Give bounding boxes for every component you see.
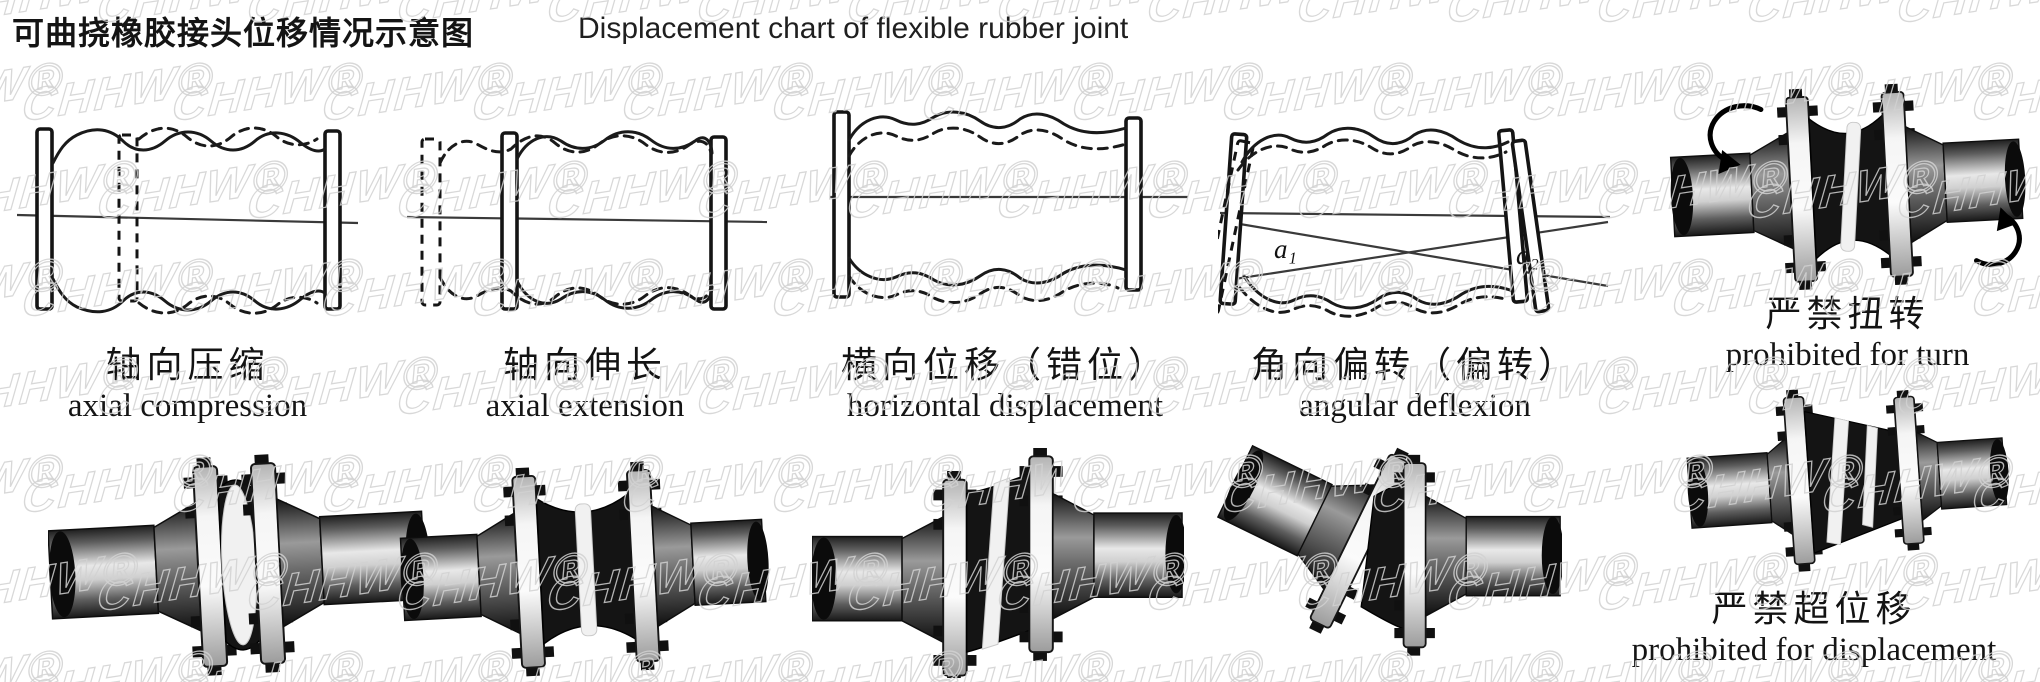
caption-zh: 轴向伸长 (502, 345, 667, 385)
diagram-axial-compression (15, 125, 360, 315)
left-flange (500, 131, 519, 311)
right-hub (275, 497, 325, 628)
right-flange (1124, 116, 1143, 292)
twist-arrow-bottom-icon (1974, 207, 2022, 267)
angle-label-a2: a₂ (1516, 240, 1539, 270)
caption-en: axial compression (67, 388, 308, 424)
diagram-angular-deflexion: a₁ a₂ (1218, 118, 1613, 323)
left-flange (832, 110, 851, 299)
caption-prohibited-turn: 严禁扭转 prohibited for turn (1650, 293, 2040, 375)
left-pipe-end (400, 538, 424, 620)
watermark-text: CHHW® (1895, 0, 2040, 34)
right-pipe-end (2004, 141, 2026, 217)
left-assembly (812, 469, 978, 678)
right-hub (1904, 125, 1948, 244)
bellows-curves (1236, 126, 1512, 318)
center-line (1219, 211, 1611, 219)
twist-arrow-top-icon (1707, 103, 1764, 175)
watermark-text: CHHW® (1595, 0, 1793, 34)
right-flange (323, 129, 342, 311)
right-assembly (1393, 453, 1562, 657)
left-hub (1749, 131, 1795, 250)
watermark-text: CHHW® (620, 50, 818, 132)
caption-zh: 横向位移（错位） (840, 345, 1169, 385)
caption-zh: 轴向压缩 (105, 345, 270, 385)
dashed-flange (117, 133, 139, 303)
watermark-text: CHHW® (0, 50, 67, 132)
caption-en: axial extension (485, 388, 685, 424)
right-hub (650, 504, 696, 628)
caption-zh: 严禁扭转 (1765, 294, 1930, 334)
diagram-horizontal-displacement (828, 108, 1190, 308)
rubber-highlight (574, 503, 598, 637)
caption-en: prohibited for turn (1725, 337, 1970, 373)
right-flange (709, 135, 728, 311)
bellows-curves (438, 130, 714, 310)
right-assembly (1018, 448, 1184, 662)
left-hub (476, 511, 522, 635)
left-pipe-end (49, 531, 76, 618)
watermark-text: CHHW® (1745, 0, 1943, 34)
left-pipe-end (1670, 157, 1694, 236)
watermark-text: CHHW® (470, 50, 668, 132)
page-title-en: Displacement chart of flexible rubber jo… (578, 12, 1129, 45)
caption-horizontal-displacement: 横向位移（错位） horizontal displacement (815, 344, 1195, 426)
right-flange-2 (1510, 138, 1551, 314)
caption-angular-deflexion: 角向偏转（偏转） angular deflexion (1205, 344, 1625, 426)
caption-axial-compression: 轴向压缩 axial compression (15, 344, 360, 426)
rubber-bellows (1803, 410, 1903, 555)
caption-en: prohibited for displacement (1631, 632, 1997, 668)
diagram-axial-extension (405, 125, 770, 315)
caption-zh: 严禁超位移 (1711, 589, 1917, 629)
watermark-text: CHHW® (1295, 0, 1493, 34)
left-assembly (1216, 441, 1423, 642)
left-flange (1218, 132, 1249, 306)
deflexion-line-1 (1227, 220, 1609, 282)
page-title-zh: 可曲挠橡胶接头位移情况示意图 (12, 15, 475, 51)
rubber-highlight-2 (1862, 425, 1878, 528)
angle-label-a1: a₁ (1274, 234, 1297, 264)
center-line (16, 213, 359, 225)
bellows-curves (51, 126, 327, 315)
photo-angular-deflexion (1212, 436, 1562, 680)
caption-en: horizontal displacement (846, 388, 1164, 424)
right-pipe-end (747, 521, 769, 600)
watermark-text: CHHW® (20, 50, 218, 132)
right-flange (1496, 128, 1530, 304)
photo-prohibited-displacement (1655, 382, 2040, 574)
left-flange (35, 127, 54, 311)
photo-horizontal-displacement (812, 448, 1184, 678)
photo-axial-extension (398, 458, 770, 678)
left-pipe-end (1687, 458, 1709, 527)
photo-prohibited-turn (1655, 80, 2040, 292)
caption-prohibited-displacement: 严禁超位移 prohibited for displacement (1588, 588, 2040, 670)
left-hub (153, 501, 203, 633)
bellows-curves (847, 110, 1128, 304)
caption-en: angular deflexion (1299, 388, 1531, 424)
caption-zh: 角向偏转（偏转） (1250, 345, 1579, 385)
dashed-flange (1218, 139, 1255, 315)
center-line (406, 215, 768, 224)
watermark-text: CHHW® (1445, 0, 1643, 34)
rubber-highlight (981, 477, 1011, 650)
caption-axial-extension: 轴向伸长 axial extension (405, 344, 765, 426)
rubber-highlight (1840, 121, 1862, 252)
right-pipe-end (1989, 439, 2009, 505)
dashed-flange (420, 137, 442, 307)
photo-axial-compression (48, 448, 428, 680)
watermark-text: CHHW® (170, 50, 368, 132)
watermark-text: CHHW® (320, 50, 518, 132)
rubber-highlight (1826, 417, 1849, 546)
watermark-text: CHHW® (1145, 0, 1343, 34)
